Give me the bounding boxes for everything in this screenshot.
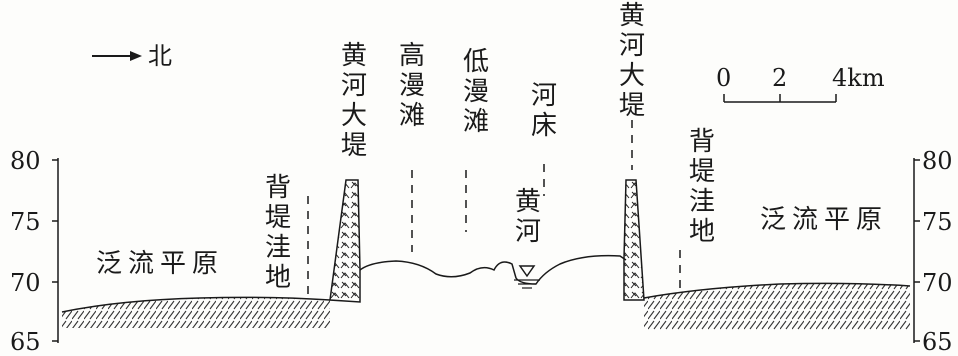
right-tick-65: 65 [922,328,953,356]
label-levee-right: 黄河大堤 [619,1,645,121]
left-tick-65: 65 [10,328,41,356]
scale-tick-2: 2 [772,64,787,92]
label-river: 黄河 [515,187,541,247]
right-tick-75: 75 [922,208,953,236]
right-axis: 80 75 70 65 [913,147,953,356]
left-levee [329,179,361,303]
leader-lines [307,120,681,300]
arrow-head-icon [130,51,142,61]
right-tick-70: 70 [922,269,953,297]
scale-bar: 0 2 4km [716,64,885,103]
right-ground [644,283,910,330]
left-tick-70: 70 [10,269,41,297]
water-level-icon [514,265,540,289]
label-levee-left: 黄河大堤 [341,41,367,161]
scale-tick-0: 0 [716,64,731,92]
left-ground [62,297,330,328]
north-label: 北 [148,42,172,70]
left-tick-80: 80 [10,147,41,175]
label-riverbed: 河床 [531,81,557,141]
right-levee [623,179,645,301]
right-tick-80: 80 [922,147,953,175]
label-low-floodplain: 低漫滩 [463,47,489,137]
floodplain-profile [359,254,627,285]
label-floodplain-right: 泛流平原 [760,205,888,235]
label-floodplain-left: 泛流平原 [96,249,224,279]
left-axis: 80 75 70 65 [10,147,59,356]
label-back-depression-right: 背堤洼地 [689,127,715,247]
label-back-depression-left: 背堤洼地 [265,173,291,293]
north-indicator: 北 [92,42,172,70]
left-tick-75: 75 [10,208,41,236]
text-labels: 泛流平原 泛流平原 [96,205,888,279]
label-high-floodplain: 高漫滩 [399,41,425,131]
scale-tick-4km: 4km [832,64,885,92]
